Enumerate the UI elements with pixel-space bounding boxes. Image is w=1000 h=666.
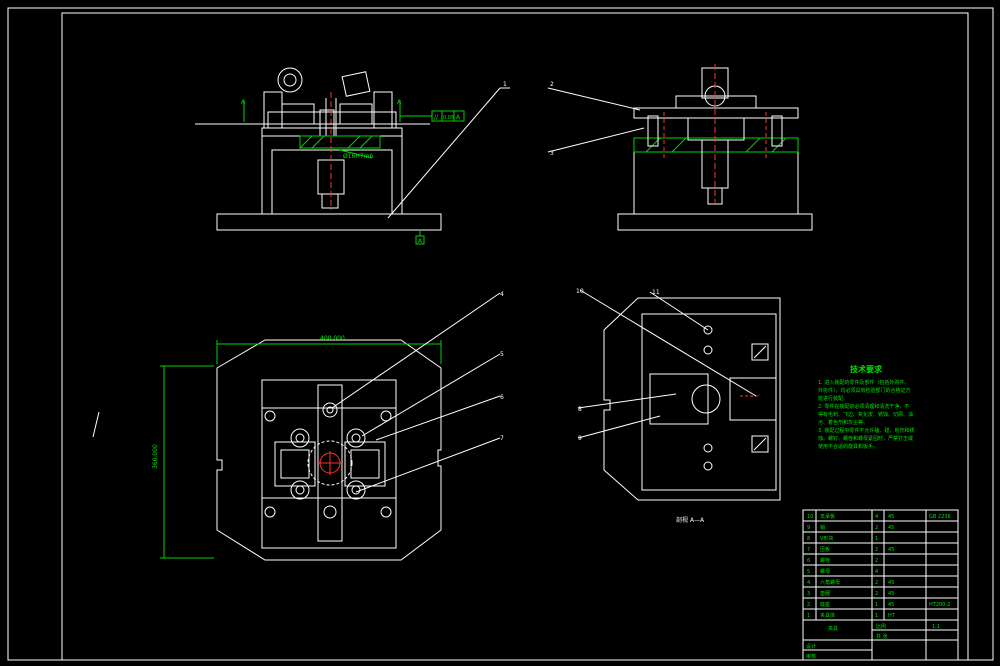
plan-view: 400.000 360.000 4 5 6 7 <box>92 291 504 561</box>
balloon-10: 10 <box>576 288 584 295</box>
bom-cell-qty: 2 <box>875 547 878 553</box>
tech-req-line: 得有毛刺、飞边、氧化皮、锈蚀、切屑、油 <box>818 411 913 418</box>
front-view: A A // 0.05 A Ø16H7/n6 A 1 <box>195 67 510 245</box>
section-mark-a-left: A <box>241 99 246 106</box>
tech-requirements: 技术要求 1. 进入装配的零件及部件（包括外购件、 外协件），均必须具有检验部门… <box>818 364 914 450</box>
balloon-4: 4 <box>500 291 504 298</box>
datum-label: A <box>418 238 423 245</box>
balloon-5: 5 <box>500 351 504 358</box>
balloon-2: 2 <box>550 81 554 88</box>
tech-req-line: 3. 装配过程中零件不允许磕、碰、划伤和锈 <box>818 427 914 434</box>
bom-cell-no: 4 <box>807 580 810 586</box>
bom-cell-name: 销 <box>820 524 825 531</box>
bom-cell-no: 5 <box>807 569 810 575</box>
bom-cell-material: 45 <box>888 580 894 586</box>
side-view: 2 3 <box>547 64 813 231</box>
sheet-outer-border <box>7 7 994 661</box>
balloon-8: 8 <box>578 406 582 413</box>
title-block <box>802 509 959 661</box>
bom-cell-qty: 1 <box>875 536 878 542</box>
bom-cell-name: V形块 <box>820 535 833 542</box>
bom-cell-qty: 2 <box>875 525 878 531</box>
balloon-3: 3 <box>550 150 554 157</box>
bom-cell-note: HT200-2 <box>929 602 950 608</box>
bom-cell-material: 45 <box>888 602 894 608</box>
tech-req-title: 技术要求 <box>850 364 883 374</box>
bom-cell-name: 夹具体 <box>820 612 835 619</box>
bom-cell-name: 螺栓 <box>820 557 830 564</box>
bom-cell-no: 2 <box>807 602 810 608</box>
bom-cell-no: 9 <box>807 525 810 531</box>
tech-req-line: 能进行装配。 <box>818 395 848 402</box>
section-view: 剖视 A—A 10 11 8 9 <box>576 288 781 524</box>
tech-req-line: 蚀。螺钉、螺栓和螺母紧固时，严禁打击或 <box>818 435 913 442</box>
bom-cell-material: 45 <box>888 525 894 531</box>
bom-cell-qty: 1 <box>875 613 878 619</box>
balloon-7: 7 <box>500 435 504 442</box>
bom-cell-qty: 2 <box>875 558 878 564</box>
bom-cell-note: GB 2236 <box>929 514 951 520</box>
balloon-11: 11 <box>652 289 660 296</box>
tech-req-line: 使用不合适的旋具和扳手。 <box>818 443 878 450</box>
tech-req-line: 外协件），均必须具有检验部门的合格证方 <box>818 387 911 394</box>
tech-req-line: 2. 零件在装配前必须清理和清洗干净，不 <box>818 403 909 410</box>
title-block-labels: 夹具 比例 1:1 共 张 设计 审核 <box>806 623 940 660</box>
plan-height-dim: 360.000 <box>152 444 159 469</box>
bom-cell-material: 45 <box>888 591 894 597</box>
section-caption: 剖视 A—A <box>676 516 705 524</box>
tech-req-line: 1. 进入装配的零件及部件（包括外购件、 <box>818 379 909 386</box>
sheet-label: 共 张 <box>876 633 888 640</box>
balloon-9: 9 <box>578 435 582 442</box>
scale-value: 1:1 <box>932 624 940 630</box>
tolerance-symbol: // <box>434 114 439 121</box>
bom-cell-name: 底座 <box>820 601 830 608</box>
bom-cell-qty: 4 <box>875 569 878 575</box>
bom-cell-no: 7 <box>807 547 810 553</box>
section-mark-a-right: A <box>397 99 402 106</box>
bom-rows: 10 支承板 4 45 GB 2236 9 销 2 45 8 V形块 1 7 压板 2 45 6 螺栓 2 5 螺母 4 4… <box>807 513 951 619</box>
bom-cell-name: 螺母 <box>820 568 830 575</box>
bom-cell-qty: 2 <box>875 591 878 597</box>
tolerance-datum: A <box>456 114 461 121</box>
bom-cell-name: 六角螺母 <box>820 579 840 586</box>
bom-cell-material: HT <box>888 613 896 619</box>
plan-width-dim: 400.000 <box>320 335 345 342</box>
tolerance-value: 0.05 <box>443 115 454 121</box>
bom-cell-name: 垫圈 <box>820 590 830 597</box>
bom-cell-material: 45 <box>888 514 894 520</box>
balloon-6: 6 <box>500 394 504 401</box>
bom-cell-no: 6 <box>807 558 810 564</box>
tech-req-line: 污、着色剂和灰尘等。 <box>818 419 868 426</box>
balloon-1: 1 <box>503 81 507 88</box>
checker-label: 审核 <box>806 653 816 660</box>
bom-cell-no: 8 <box>807 536 810 542</box>
bom-cell-name: 支承板 <box>820 513 835 520</box>
bom-cell-no: 10 <box>807 514 813 520</box>
drawing-name: 夹具 <box>828 625 838 632</box>
designer-label: 设计 <box>806 643 816 650</box>
bom-cell-name: 压板 <box>820 546 830 553</box>
fit-note: Ø16H7/n6 <box>343 153 374 160</box>
bom-cell-no: 1 <box>807 613 810 619</box>
sheet-inner-border <box>61 12 969 661</box>
bom-cell-qty: 2 <box>875 580 878 586</box>
bom-cell-material: 45 <box>888 547 894 553</box>
scale-label: 比例 <box>876 623 886 630</box>
bom-cell-qty: 4 <box>875 514 878 520</box>
bom-cell-no: 3 <box>807 591 810 597</box>
bom-cell-qty: 1 <box>875 602 878 608</box>
